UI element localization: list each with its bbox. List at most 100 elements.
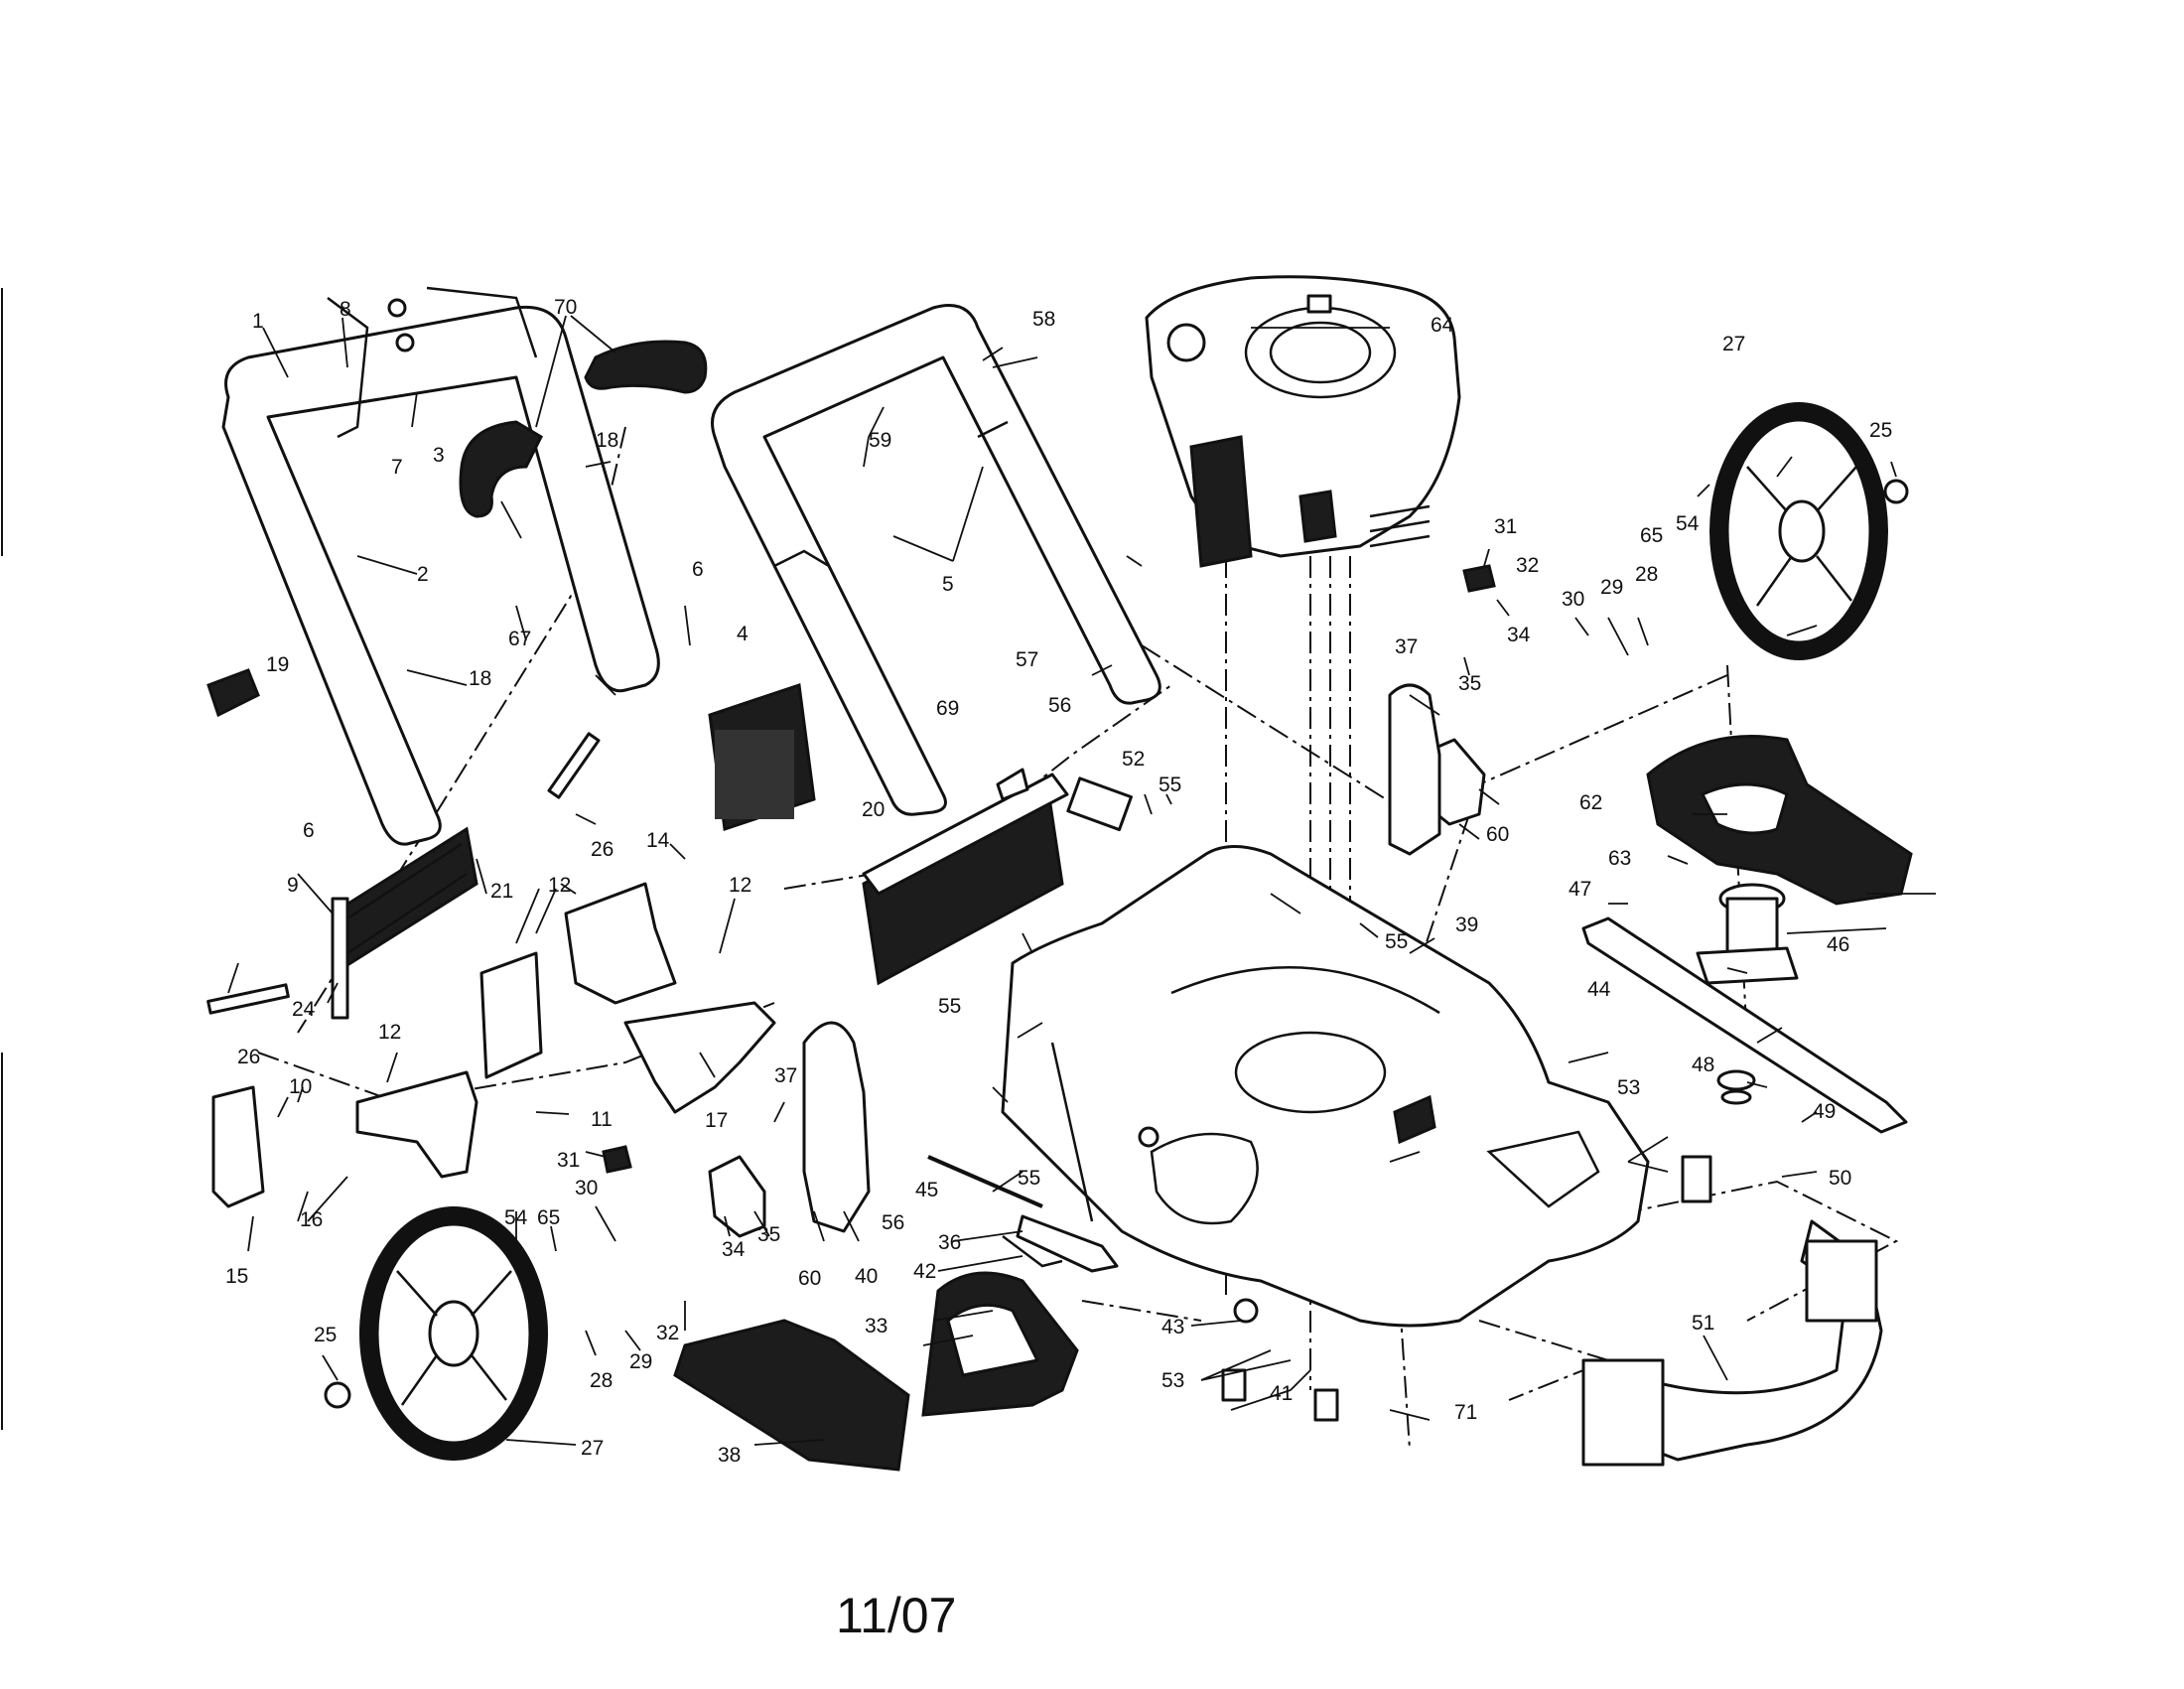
callout-18a: 18 bbox=[596, 429, 618, 452]
callout-38: 38 bbox=[718, 1444, 741, 1467]
blade-adapter bbox=[1696, 883, 1799, 985]
hardware bbox=[206, 479, 1909, 1422]
callout-58: 58 bbox=[1032, 308, 1055, 331]
callout-4: 4 bbox=[737, 623, 749, 645]
callout-51: 51 bbox=[1692, 1312, 1714, 1335]
callout-27a: 27 bbox=[1722, 333, 1745, 355]
callout-47: 47 bbox=[1569, 878, 1591, 901]
callout-21: 21 bbox=[490, 880, 513, 903]
callout-67: 67 bbox=[508, 628, 531, 650]
callout-45: 45 bbox=[915, 1179, 938, 1201]
callout-29b: 29 bbox=[629, 1350, 652, 1373]
callout-25a: 25 bbox=[1869, 419, 1892, 442]
callout-55c: 55 bbox=[938, 995, 961, 1018]
callout-70: 70 bbox=[554, 296, 577, 319]
callout-43: 43 bbox=[1161, 1316, 1184, 1338]
blade bbox=[1581, 916, 1908, 1134]
callout-16: 16 bbox=[300, 1208, 323, 1231]
callout-32a: 32 bbox=[1516, 554, 1539, 577]
callout-55d: 55 bbox=[1018, 1167, 1040, 1190]
callout-6b: 6 bbox=[303, 819, 315, 842]
callout-15: 15 bbox=[225, 1265, 248, 1288]
callout-11: 11 bbox=[591, 1108, 613, 1131]
callout-33: 33 bbox=[865, 1315, 887, 1337]
callout-65b: 65 bbox=[537, 1206, 560, 1229]
callout-46: 46 bbox=[1827, 933, 1849, 956]
footer-date-code: 11/07 bbox=[836, 1588, 957, 1643]
callout-55a: 55 bbox=[1159, 774, 1181, 796]
callout-65a: 65 bbox=[1640, 524, 1663, 547]
callout-60b: 60 bbox=[798, 1267, 821, 1290]
callout-56a: 56 bbox=[1048, 694, 1071, 717]
callout-35a: 35 bbox=[1458, 672, 1481, 695]
callout-54a: 54 bbox=[1676, 512, 1700, 535]
callout-60a: 60 bbox=[1486, 823, 1509, 846]
callout-3: 3 bbox=[433, 444, 445, 467]
callout-44: 44 bbox=[1587, 978, 1611, 1001]
callout-12a: 12 bbox=[548, 874, 571, 897]
callout-9: 9 bbox=[287, 874, 299, 897]
callout-41: 41 bbox=[1270, 1382, 1293, 1405]
callout-49: 49 bbox=[1813, 1100, 1836, 1123]
callout-27b: 27 bbox=[581, 1437, 604, 1460]
callout-25b: 25 bbox=[314, 1324, 337, 1346]
callout-30a: 30 bbox=[1562, 588, 1584, 611]
callout-53a: 53 bbox=[1617, 1076, 1640, 1099]
callout-26b: 26 bbox=[237, 1046, 260, 1068]
callout-48: 48 bbox=[1692, 1054, 1714, 1076]
callout-59: 59 bbox=[869, 429, 891, 452]
callout-34b: 34 bbox=[722, 1238, 746, 1261]
callout-10: 10 bbox=[289, 1075, 312, 1098]
callout-37b: 37 bbox=[774, 1064, 797, 1087]
callout-35b: 35 bbox=[757, 1223, 780, 1246]
callout-71: 71 bbox=[1454, 1401, 1477, 1424]
handle-brackets bbox=[211, 882, 776, 1208]
callout-17: 17 bbox=[705, 1109, 728, 1132]
callout-53b: 53 bbox=[1161, 1369, 1184, 1392]
front-wheel-left bbox=[359, 1206, 548, 1461]
callout-19: 19 bbox=[266, 653, 289, 676]
engine bbox=[1145, 275, 1461, 568]
side-discharge-door bbox=[921, 1271, 1079, 1417]
callout-leaders bbox=[227, 315, 1936, 1446]
rear-door-frame bbox=[331, 826, 478, 1020]
callout-32b: 32 bbox=[656, 1322, 679, 1344]
rear-flap bbox=[862, 773, 1069, 986]
callout-12c: 12 bbox=[378, 1021, 401, 1044]
callout-29a: 29 bbox=[1600, 576, 1623, 599]
callout-8: 8 bbox=[340, 298, 351, 321]
callout-39: 39 bbox=[1455, 914, 1478, 936]
callout-69: 69 bbox=[936, 697, 959, 720]
callout-37a: 37 bbox=[1395, 635, 1418, 658]
upper-handle bbox=[711, 304, 1161, 816]
callout-52: 52 bbox=[1122, 748, 1145, 771]
callout-63: 63 bbox=[1608, 847, 1631, 870]
callout-54b: 54 bbox=[504, 1206, 528, 1229]
callout-57: 57 bbox=[1016, 648, 1038, 671]
callout-7: 7 bbox=[391, 456, 403, 479]
callout-31a: 31 bbox=[1494, 515, 1517, 538]
callout-34a: 34 bbox=[1507, 624, 1531, 646]
callout-6a: 6 bbox=[692, 558, 704, 581]
callout-50: 50 bbox=[1829, 1167, 1851, 1190]
callout-55b: 55 bbox=[1385, 930, 1408, 953]
rear-baffle bbox=[708, 683, 816, 831]
mulch-cover bbox=[1646, 735, 1913, 906]
callout-12b: 12 bbox=[729, 874, 751, 897]
callout-18b: 18 bbox=[469, 667, 491, 690]
callout-62: 62 bbox=[1579, 791, 1602, 814]
callout-26a: 26 bbox=[591, 838, 614, 861]
callout-28b: 28 bbox=[590, 1369, 613, 1392]
callout-56b: 56 bbox=[882, 1211, 904, 1234]
callout-14: 14 bbox=[646, 829, 670, 852]
callout-36: 36 bbox=[938, 1231, 961, 1254]
mower-deck bbox=[1001, 845, 1650, 1328]
callout-42: 42 bbox=[913, 1260, 936, 1283]
axle-brackets bbox=[802, 683, 1441, 1233]
callout-20: 20 bbox=[862, 798, 885, 821]
lower-handle-assembly bbox=[221, 286, 660, 846]
callout-1: 1 bbox=[252, 310, 264, 333]
callout-24: 24 bbox=[292, 998, 316, 1021]
